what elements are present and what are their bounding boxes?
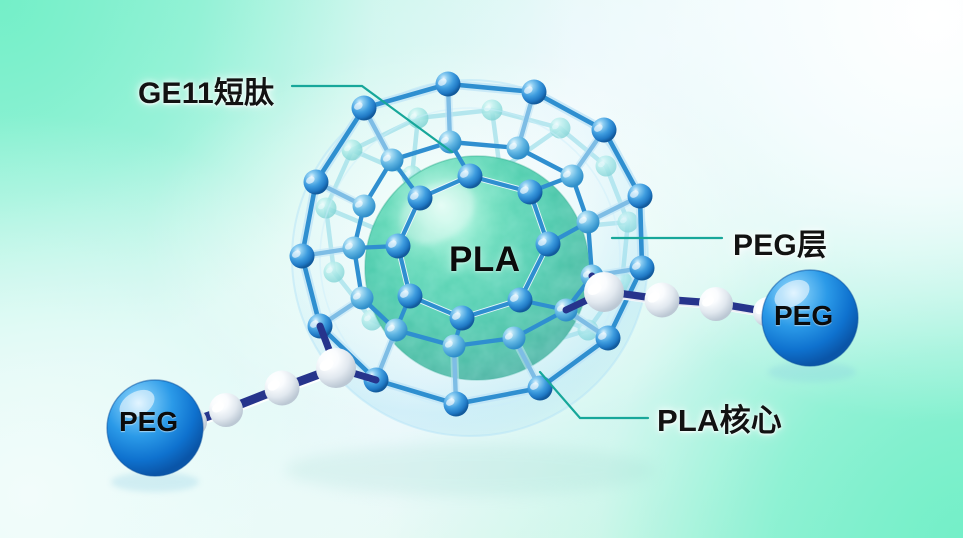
peg-ball-right — [761, 269, 859, 382]
label-pla-core: PLA核心 — [657, 403, 782, 438]
linker-beads-left — [177, 348, 356, 437]
label-peg-layer: PEG层 — [733, 229, 828, 262]
pla-core-leader-line — [538, 370, 650, 420]
peg-linker-left — [106, 322, 380, 492]
peg-linker-right — [562, 269, 859, 382]
cage-front-half — [289, 71, 655, 417]
ge11-leader-line — [290, 84, 454, 154]
peg-ball-left — [106, 379, 204, 492]
particle-shadow — [285, 444, 655, 496]
label-ge11-peptide: GE11短肽 — [138, 77, 275, 110]
